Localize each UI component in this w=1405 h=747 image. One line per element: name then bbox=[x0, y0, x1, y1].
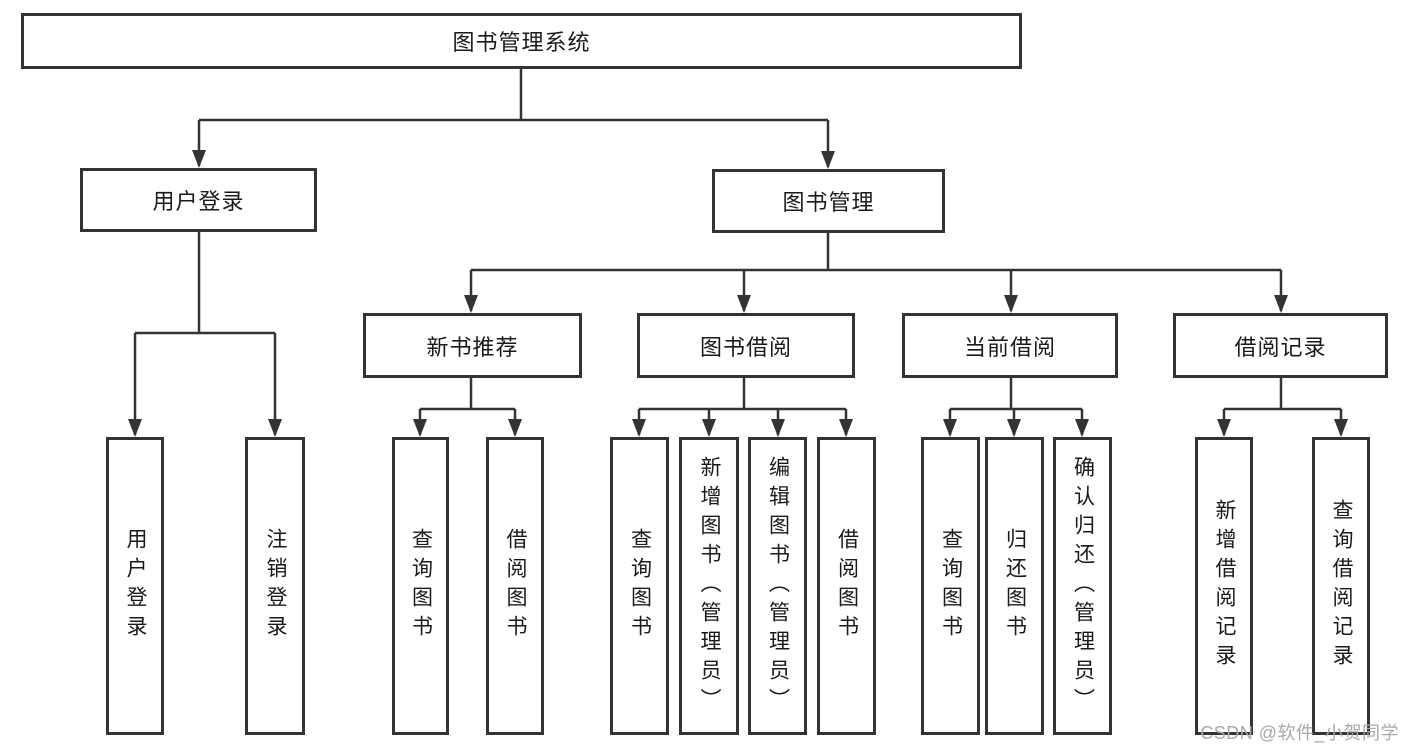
leaf-query-borrow-record: 查询借阅记录 bbox=[1312, 437, 1370, 735]
leaf-logout-login-label: 注销登录 bbox=[264, 528, 287, 644]
leaf-query-borrow-record-label: 查询借阅记录 bbox=[1330, 499, 1353, 673]
edge-borrowing-records-split bbox=[1224, 378, 1341, 411]
leaf-return-books: 归还图书 bbox=[985, 437, 1044, 735]
leaf-borrow-books-recommend: 借阅图书 bbox=[486, 437, 544, 735]
leaf-add-borrow-record: 新增借阅记录 bbox=[1195, 437, 1253, 735]
edge-book-borrowing-split bbox=[639, 378, 846, 411]
edge-new-book-split bbox=[420, 378, 515, 411]
leaf-return-books-label: 归还图书 bbox=[1003, 528, 1027, 644]
leaf-edit-books-admin-label: 编辑图书（管理员） bbox=[766, 455, 790, 717]
csdn-watermark: CSDN @软件_小贺同学 bbox=[1200, 723, 1399, 743]
node-current-borrowing-label: 当前借阅 bbox=[963, 334, 1056, 360]
leaf-add-books-admin-label: 新增图书（管理员） bbox=[698, 455, 721, 717]
leaf-query-books-current-label: 查询图书 bbox=[939, 528, 963, 644]
node-book-management-label: 图书管理 bbox=[782, 190, 875, 215]
leaf-add-borrow-record-label: 新增借阅记录 bbox=[1213, 499, 1236, 673]
leaf-query-books-recommend-label: 查询图书 bbox=[409, 528, 433, 644]
edge-current-borrowing-split bbox=[950, 378, 1082, 411]
leaf-query-books-recommend: 查询图书 bbox=[392, 437, 449, 735]
leaf-user-login: 用户登录 bbox=[106, 437, 164, 735]
leaf-add-books-admin: 新增图书（管理员） bbox=[679, 437, 739, 735]
leaf-borrow-books-borrowing-label: 借阅图书 bbox=[835, 528, 859, 644]
edge-book-management-split bbox=[471, 233, 1281, 272]
node-borrowing-records-label: 借阅记录 bbox=[1234, 334, 1327, 360]
node-library-system: 图书管理系统 bbox=[21, 13, 1022, 69]
leaf-user-login-label: 用户登录 bbox=[124, 528, 147, 644]
node-user-login-label: 用户登录 bbox=[152, 189, 245, 214]
leaf-confirm-return-admin: 确认归还（管理员） bbox=[1053, 437, 1112, 735]
leaf-query-books-borrowing-label: 查询图书 bbox=[628, 528, 652, 644]
leaf-query-books-current: 查询图书 bbox=[921, 437, 980, 735]
node-new-book-recommend: 新书推荐 bbox=[363, 313, 582, 378]
leaf-edit-books-admin: 编辑图书（管理员） bbox=[748, 437, 807, 735]
node-user-login: 用户登录 bbox=[80, 168, 317, 232]
node-book-management: 图书管理 bbox=[712, 169, 945, 233]
leaf-query-books-borrowing: 查询图书 bbox=[610, 437, 669, 735]
node-library-system-label: 图书管理系统 bbox=[452, 30, 591, 55]
node-current-borrowing: 当前借阅 bbox=[902, 313, 1118, 378]
edge-user-login-split bbox=[135, 232, 275, 335]
edge-root-split bbox=[199, 69, 828, 122]
node-book-borrowing: 图书借阅 bbox=[637, 313, 855, 378]
node-borrowing-records: 借阅记录 bbox=[1173, 313, 1388, 378]
leaf-borrow-books-recommend-label: 借阅图书 bbox=[504, 528, 527, 644]
node-new-book-recommend-label: 新书推荐 bbox=[426, 334, 519, 360]
leaf-confirm-return-admin-label: 确认归还（管理员） bbox=[1071, 455, 1095, 717]
node-book-borrowing-label: 图书借阅 bbox=[699, 334, 792, 360]
leaf-borrow-books-borrowing: 借阅图书 bbox=[817, 437, 876, 735]
leaf-logout-login: 注销登录 bbox=[245, 437, 305, 735]
